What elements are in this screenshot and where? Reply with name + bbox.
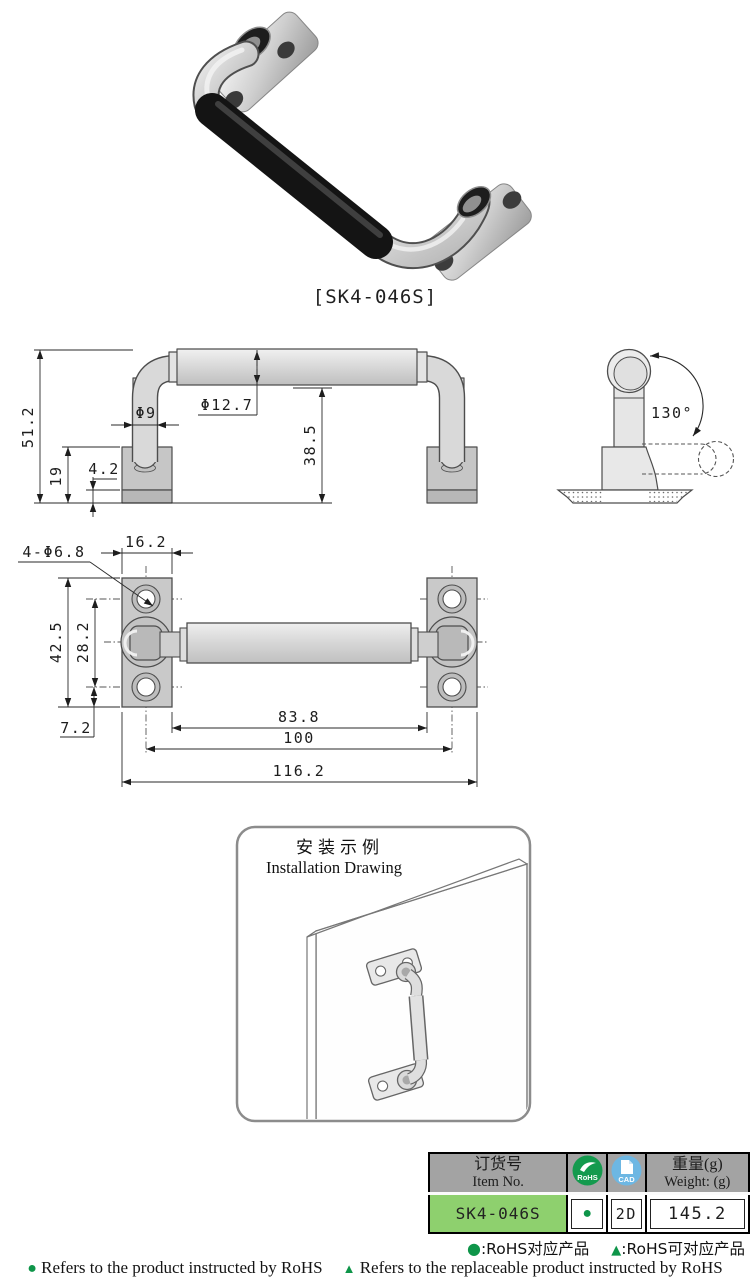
installation-illustration (306, 858, 528, 1119)
door-edge-top (306, 858, 528, 938)
weight-value: 145.2 (668, 1203, 727, 1224)
rohs-status-dot: ● (582, 1204, 592, 1222)
technical-drawing: 51.2 19 4.2 Φ9 Φ12.7 38.5 130° (18, 348, 735, 787)
dim-bracket-height: 19 (47, 465, 65, 486)
dim-grip-clear-length: 83.8 (278, 708, 320, 726)
dim-clearance-height: 38.5 (301, 424, 319, 466)
dim-rotation-angle: 130° (651, 404, 693, 422)
installation-title-en: Installation Drawing (266, 858, 402, 877)
dim-overall-length: 116.2 (273, 762, 326, 780)
grip-bar (176, 348, 418, 386)
mounting-holes (131, 584, 467, 702)
grip-bar-plan (186, 622, 412, 664)
photo-black-grip (195, 93, 393, 259)
header-item-no: 订货号 Item No. (427, 1152, 569, 1195)
door-edge-left (306, 929, 317, 1119)
dim-tube-diameter: Φ9 (135, 404, 156, 422)
side-view (556, 348, 735, 504)
header-item-no-en: Item No. (472, 1174, 524, 1190)
footer-dot-text: Refers to the product instructed by RoHS (41, 1258, 323, 1277)
flange-hatch (648, 491, 690, 502)
header-weight-en: Weight: (g) (664, 1174, 731, 1190)
cell-rohs-status: ● (566, 1192, 608, 1234)
spec-table-data-row: SK4-046S ● 2D 145.2 (427, 1192, 750, 1234)
photo-bottom-pivot (456, 185, 492, 219)
header-weight-zh: 重量(g) (672, 1156, 723, 1173)
legend-triangle-icon: ▲ (611, 1243, 622, 1258)
dim-bracket-length: 42.5 (47, 621, 65, 663)
folded-position-dashed (642, 440, 735, 478)
front-view-dimensions (34, 349, 332, 517)
spec-table: 订货号 Item No. RoHS CAD 重量(g) Weight: (g) … (427, 1152, 750, 1234)
screw-hole (277, 41, 295, 59)
dim-mounting-holes: 4-Φ6.8 (22, 543, 85, 561)
legend-dot-label: :RoHS对应产品 (480, 1240, 590, 1258)
cad-icon: CAD (611, 1155, 642, 1186)
installation-title-zh: 安装示例 (296, 838, 384, 858)
footer-triangle-text: Refers to the replaceable product instru… (359, 1258, 723, 1277)
header-cad: CAD (605, 1152, 647, 1195)
installed-handle (365, 948, 429, 1101)
rotation-arc (649, 352, 704, 437)
header-item-no-zh: 订货号 (474, 1156, 523, 1173)
item-no-value: SK4-046S (455, 1203, 541, 1223)
footer-triangle-icon: ▲ (342, 1261, 356, 1276)
dim-bracket-width: 16.2 (125, 533, 167, 551)
screw-hole (502, 191, 522, 209)
rohs-icon: RoHS (572, 1155, 603, 1186)
dim-hole-edge-offset: 7.2 (60, 719, 92, 737)
header-rohs: RoHS (566, 1152, 608, 1195)
spec-table-header-row: 订货号 Item No. RoHS CAD 重量(g) Weight: (g) (427, 1152, 750, 1195)
flange-hatch (560, 491, 602, 502)
dim-overall-height: 51.2 (19, 406, 37, 448)
header-weight: 重量(g) Weight: (g) (644, 1152, 750, 1195)
cell-weight: 145.2 (644, 1192, 750, 1234)
footer-note: ● Refers to the product instructed by Ro… (0, 1258, 750, 1278)
installation-panel: 安装示例 Installation Drawing (235, 825, 532, 1123)
plan-view (120, 577, 478, 708)
plan-view-dimensions (18, 548, 478, 787)
legend-dot-icon: ● (466, 1239, 481, 1258)
dim-grip-diameter: Φ12.7 (201, 396, 254, 414)
dim-hole-pitch-horizontal: 100 (283, 729, 315, 747)
cad-value: 2D (615, 1204, 637, 1223)
cell-cad: 2D (605, 1192, 647, 1234)
front-view (121, 348, 478, 504)
dim-hole-pitch-vertical: 28.2 (74, 621, 92, 663)
legend-triangle-label: :RoHS可对应产品 (621, 1240, 745, 1258)
cell-item-no: SK4-046S (427, 1192, 569, 1234)
dim-plate-thickness: 4.2 (88, 460, 120, 478)
product-photo (192, 11, 532, 281)
rohs-icon-label: RoHS (577, 1173, 597, 1182)
cad-icon-label: CAD (618, 1175, 635, 1184)
footer-dot-icon: ● (27, 1260, 37, 1277)
product-code-caption: [SK4-046S] (312, 286, 438, 308)
rohs-legend: ●:RoHS对应产品 ▲:RoHS可对应产品 (467, 1237, 745, 1259)
